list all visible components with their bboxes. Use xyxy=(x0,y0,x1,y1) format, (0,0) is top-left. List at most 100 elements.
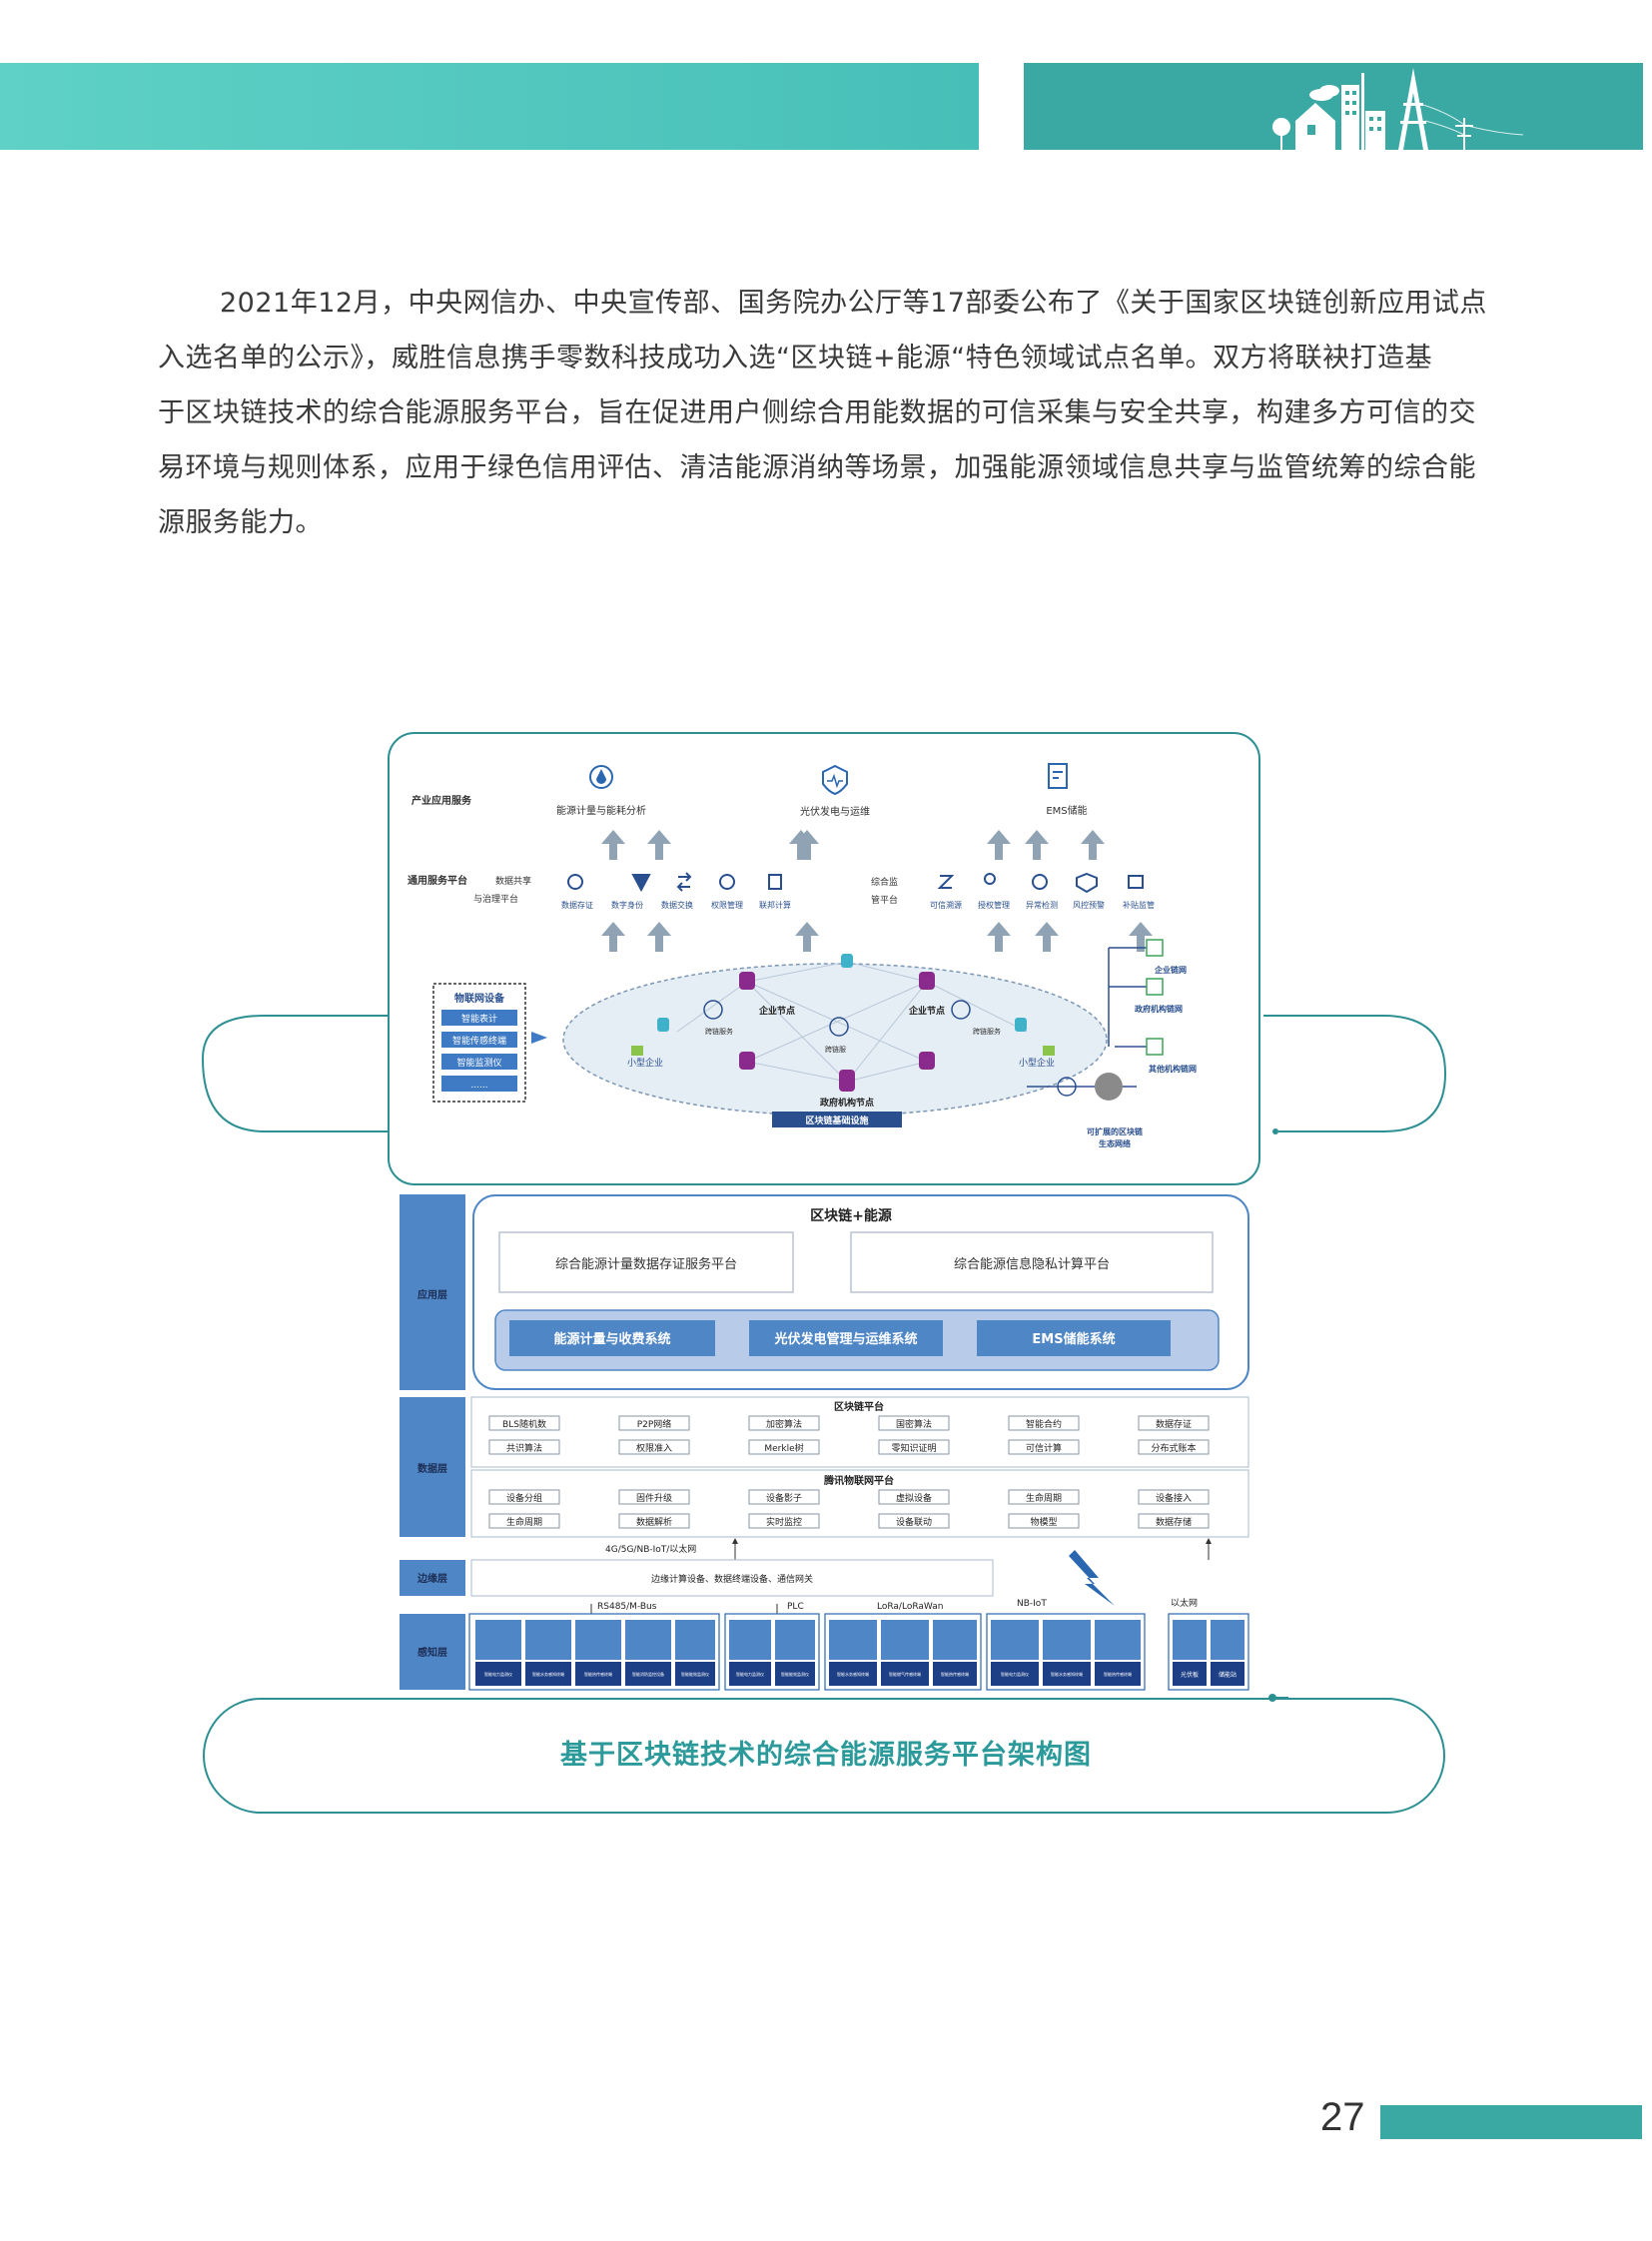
monitor-item: 可信溯源 xyxy=(930,900,962,910)
device-label: 智能电力监测仪 xyxy=(1001,1671,1029,1677)
document-chart-icon xyxy=(1048,763,1068,789)
iot-cell: 设备接入 xyxy=(1156,1492,1192,1504)
layer-label: 数据层 xyxy=(417,1462,447,1475)
iot-title: 物联网设备 xyxy=(454,992,505,1005)
platform-label: 综合能源计量数据存证服务平台 xyxy=(555,1256,737,1272)
share-item: 数字身份 xyxy=(611,900,643,910)
small-ent-label: 小型企业 xyxy=(1019,1057,1055,1069)
protocol-label: RS485/M-Bus xyxy=(597,1602,657,1612)
platform-label: 综合能源信息隐私计算平台 xyxy=(954,1256,1110,1272)
target-icon xyxy=(1032,874,1048,890)
device-label: 智能电力监测仪 xyxy=(736,1671,764,1677)
bc-cell: 权限准入 xyxy=(636,1442,672,1454)
bc-energy-title: 区块链+能源 xyxy=(810,1207,892,1224)
bc-cell: Merkle树 xyxy=(764,1442,803,1454)
chain-item: 其他机构链网 xyxy=(1149,1064,1197,1074)
bc-cell: 可信计算 xyxy=(1026,1442,1062,1454)
industry-item: EMS储能 xyxy=(1046,804,1087,817)
pulse-shield-icon xyxy=(822,764,848,796)
device-label: 智能能效监测仪 xyxy=(781,1671,809,1677)
share-item: 数据交换 xyxy=(661,900,693,910)
iot-platform-title: 腾讯物联网平台 xyxy=(823,1474,894,1487)
bc-cell: 零知识证明 xyxy=(891,1442,936,1454)
header-bar-left xyxy=(0,63,979,150)
shield-icon xyxy=(1076,872,1098,894)
bc-cell: 分布式账本 xyxy=(1151,1442,1196,1454)
iot-cell: 生命周期 xyxy=(506,1516,542,1528)
share-item: 权限管理 xyxy=(711,900,743,910)
monitor-item: 授权管理 xyxy=(978,900,1010,910)
ecosystem-label: 可扩展的区块链 xyxy=(1087,1126,1144,1136)
iot-item: 智能传感终端 xyxy=(452,1035,506,1047)
bc-cell: P2P网络 xyxy=(637,1418,672,1430)
device-label: 智能热传感终端 xyxy=(584,1671,612,1677)
exchange-icon xyxy=(676,872,692,892)
bc-cell: 国密算法 xyxy=(896,1418,932,1430)
iot-cell: 设备影子 xyxy=(766,1492,802,1504)
bc-cell: 智能合约 xyxy=(1026,1418,1062,1430)
device-label: 智能水务感知终端 xyxy=(837,1671,869,1677)
general-label: 通用服务平台 xyxy=(408,874,467,887)
layer-label: 应用层 xyxy=(417,1288,447,1301)
bc-cell: BLS随机数 xyxy=(502,1418,546,1430)
paragraph-line: 源服务能力。 xyxy=(158,507,323,538)
layered-architecture-diagram: 应用层 数据层 边缘层 感知层 区块链+能源 综合能源计量数据存证服务平台 综合… xyxy=(400,1194,1249,1691)
industry-item: 能源计量与能耗分析 xyxy=(556,804,646,817)
device-label: 智能水务感知终端 xyxy=(1051,1671,1083,1677)
device-label: 智能燃气传感终端 xyxy=(889,1671,921,1677)
iot-item: 智能表计 xyxy=(461,1013,497,1025)
share-label: 与治理平台 xyxy=(473,893,518,905)
ent-node-label: 企业节点 xyxy=(758,1005,795,1017)
monitor-label: 管平台 xyxy=(871,894,898,906)
device-label: 智能能效监测仪 xyxy=(681,1671,709,1677)
paragraph-line: 易环境与规则体系，应用于绿色信用评估、清洁能源消纳等场景，加强能源领域信息共享与… xyxy=(158,452,1476,483)
blockchain-network: 企业节点 企业节点 跨链服务 跨链服 跨链服务 小型企业 小型企业 政府机构节点… xyxy=(562,954,1108,1127)
globe-icon xyxy=(1095,1073,1123,1101)
industry-label: 产业应用服务 xyxy=(412,794,472,807)
user-key-icon xyxy=(984,873,996,885)
small-ent-label: 小型企业 xyxy=(627,1057,663,1069)
up-arrows xyxy=(601,830,1153,952)
iot-cell: 设备分组 xyxy=(506,1492,542,1504)
bc-cell: 数据存证 xyxy=(1156,1418,1192,1430)
caption-frame xyxy=(203,1698,1445,1814)
top-architecture-diagram: 产业应用服务 能源计量与能耗分析 光伏发电与运维 EMS储能 通用服务平台 数据… xyxy=(388,732,1260,1185)
page-number: 27 xyxy=(1320,2095,1365,2139)
node-badge-icon xyxy=(951,1000,971,1020)
system-label: EMS储能系统 xyxy=(1032,1331,1115,1347)
layer-label: 感知层 xyxy=(417,1646,447,1659)
node-badge-icon xyxy=(1057,1077,1077,1097)
iot-cell: 固件升级 xyxy=(636,1492,672,1504)
iot-cell: 设备联动 xyxy=(896,1516,932,1528)
device-label: 智能水务感知终端 xyxy=(532,1671,564,1677)
monitor-item: 风控预警 xyxy=(1073,900,1105,910)
network-label: 4G/5G/NB-IoT/以太网 xyxy=(605,1543,696,1555)
ent-node-label: 企业节点 xyxy=(908,1005,945,1017)
industry-item: 光伏发电与运维 xyxy=(800,805,870,818)
figure-caption: 基于区块链技术的综合能源服务平台架构图 xyxy=(560,1740,1092,1771)
device-icons xyxy=(475,1620,1244,1660)
iot-cell: 实时监控 xyxy=(766,1516,802,1528)
device-label: 储能站 xyxy=(1219,1671,1237,1679)
layer-label: 边缘层 xyxy=(416,1572,447,1585)
ecosystem-label: 生态网络 xyxy=(1099,1138,1131,1148)
node-badge-icon xyxy=(703,1000,723,1020)
city-skyline-icon xyxy=(1272,68,1523,150)
iot-item: 智能监测仪 xyxy=(456,1057,501,1069)
fuel-drop-icon xyxy=(589,765,613,789)
iot-cell: 数据解析 xyxy=(636,1516,672,1528)
paragraph-line: 2021年12月，中央网信办、中央宣传部、国务院办公厅等17部委公布了《关于国家… xyxy=(220,288,1487,319)
share-item: 数据存证 xyxy=(561,900,593,910)
network-icon xyxy=(719,874,735,890)
monitor-label: 综合监 xyxy=(871,876,898,888)
node-badge-icon xyxy=(829,1017,849,1037)
protocol-label: LoRa/LoRaWan xyxy=(877,1602,943,1612)
iot-item: ...... xyxy=(470,1081,487,1091)
hierarchy-icon xyxy=(768,874,782,890)
badge-icon xyxy=(631,874,651,893)
device-label: 智能消防监控设备 xyxy=(632,1671,664,1677)
edge-box-label: 边缘计算设备、数据终端设备、通信网关 xyxy=(651,1573,813,1585)
system-label: 能源计量与收费系统 xyxy=(553,1331,670,1347)
protocol-label: 以太网 xyxy=(1171,1597,1198,1609)
device-label: 智能热传感终端 xyxy=(1104,1671,1132,1677)
